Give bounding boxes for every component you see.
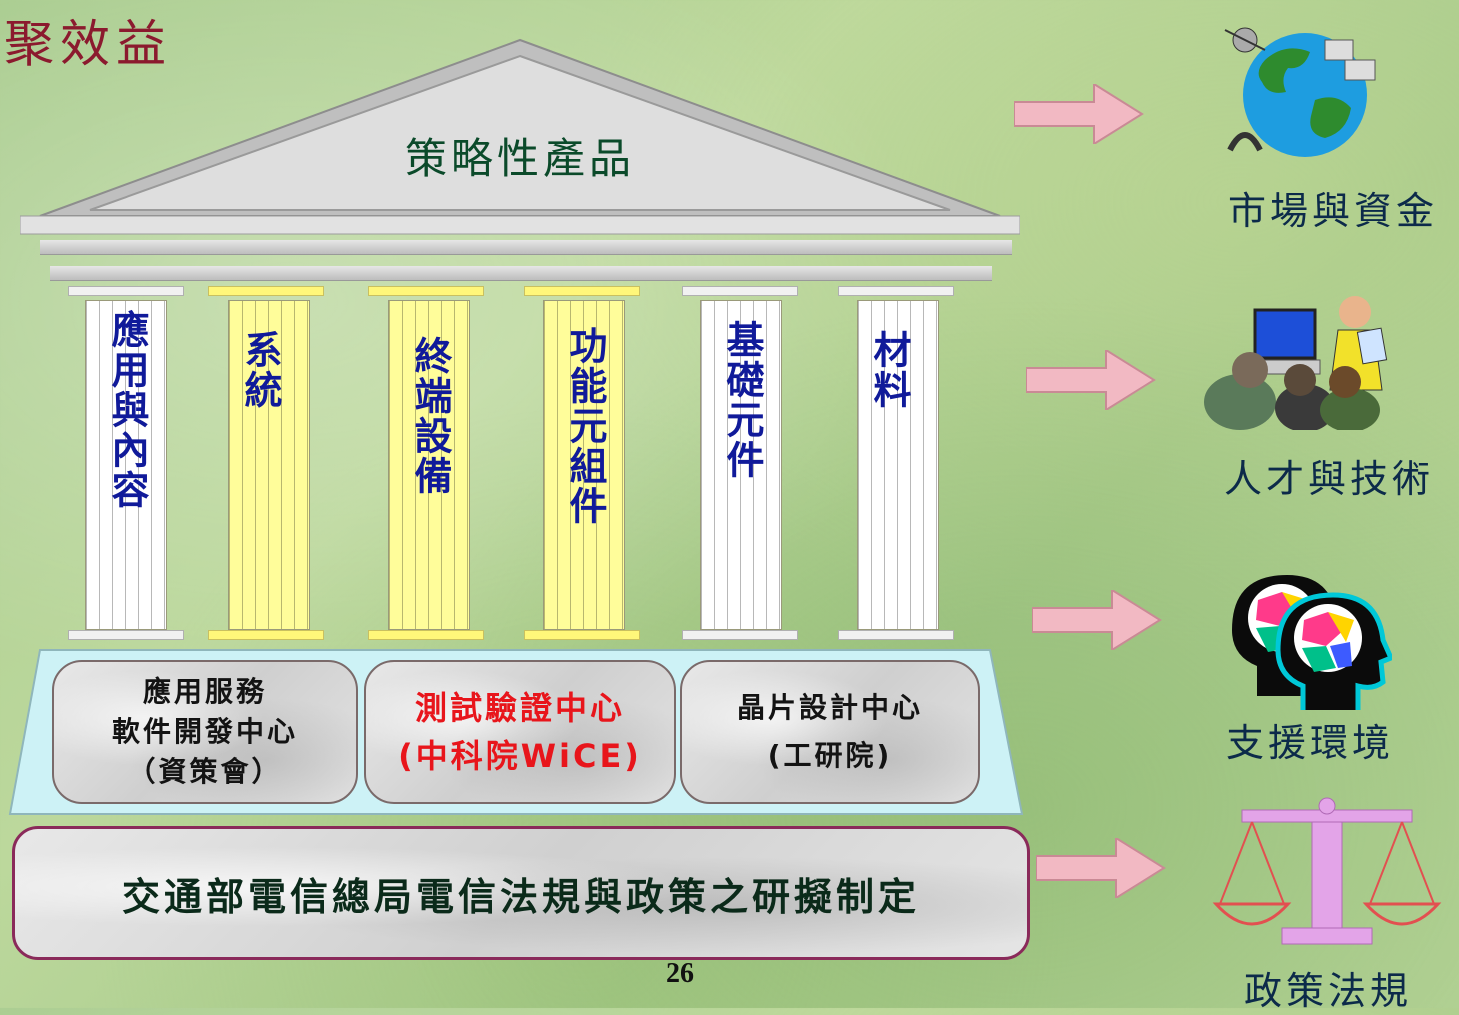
page-number: 26	[666, 958, 694, 989]
right-arrow-icon	[1036, 838, 1166, 898]
right-arrow-icon	[1032, 590, 1162, 650]
center-line: 測試驗證中心	[414, 689, 625, 727]
pillar-base	[682, 630, 798, 640]
outcome-label-talent: 人才與技術	[1224, 457, 1435, 501]
pillar-materials	[857, 300, 939, 630]
center-line: 晶片設計中心	[736, 691, 923, 724]
center-app-software: 應用服務 軟件開發中心 （資策會）	[52, 660, 358, 804]
pillar-capital	[68, 286, 184, 296]
foundation-regulation: 交通部電信總局電信法規與政策之研擬制定	[12, 826, 1030, 960]
pillar-label: 基礎元件	[720, 320, 765, 480]
pillar-capital	[368, 286, 484, 296]
temple-roof	[20, 38, 1020, 235]
center-chip-design: 晶片設計中心 (工研院)	[680, 660, 980, 804]
pillar-base	[208, 630, 324, 640]
roof-label: 策略性產品	[404, 134, 635, 183]
pillar-capital	[838, 286, 954, 296]
pillar-basic-components	[700, 300, 782, 630]
outcome-label-policy: 政策法規	[1244, 969, 1413, 1013]
pillar-systems	[228, 300, 310, 630]
foundation-label: 交通部電信總局電信法規與政策之研擬制定	[121, 874, 920, 919]
slide-title: 群聚效益	[0, 15, 172, 73]
center-line: (工研院)	[767, 739, 893, 772]
pillar-base	[68, 630, 184, 640]
pillar-applications	[85, 300, 167, 630]
pillar-label: 系統	[238, 330, 283, 410]
entablature-beam-bottom	[50, 266, 992, 281]
people-meeting-icon	[1204, 296, 1388, 430]
center-line: 軟件開發中心	[111, 715, 298, 748]
pillar-functional-components	[543, 300, 625, 630]
right-arrow-icon	[1026, 350, 1156, 410]
outcome-label-support: 支援環境	[1226, 721, 1395, 765]
center-testing-verification: 測試驗證中心 (中科院WiCE)	[364, 660, 676, 804]
two-heads-icon	[1232, 575, 1392, 710]
center-line: （資策會）	[127, 755, 283, 788]
right-arrow-icon	[1014, 84, 1144, 144]
pillar-label: 功能元組件	[563, 326, 608, 526]
center-line: (中科院WiCE)	[398, 737, 642, 775]
pillar-base	[524, 630, 640, 640]
pillar-capital	[208, 286, 324, 296]
balance-scale-icon	[1212, 797, 1442, 945]
outcome-label-market: 市場與資金	[1228, 189, 1439, 233]
pillar-capital	[524, 286, 640, 296]
pillar-base	[368, 630, 484, 640]
entablature-beam-top	[40, 240, 1012, 255]
pillar-label: 材料	[867, 330, 912, 410]
globe-network-icon	[1224, 27, 1376, 157]
pillar-base	[838, 630, 954, 640]
pillar-capital	[682, 286, 798, 296]
center-line: 應用服務	[142, 675, 267, 708]
pillar-label: 終端設備	[408, 336, 453, 496]
pillar-label: 應用與內容	[105, 310, 150, 510]
pillar-terminal-devices	[388, 300, 470, 630]
